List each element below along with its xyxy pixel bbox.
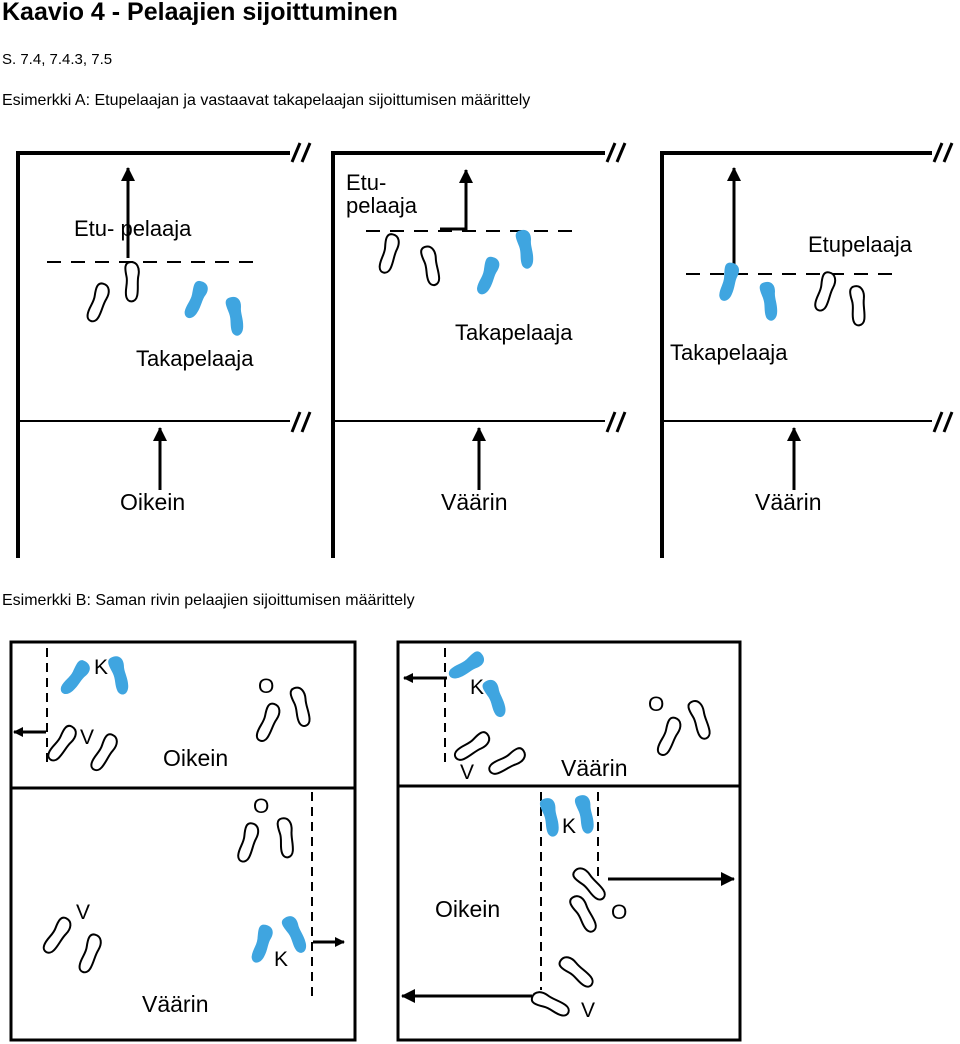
verdict-label: Väärin	[142, 991, 208, 1017]
o-player-left-foot	[655, 714, 684, 759]
example-b-panel-4: K O Oikein V	[401, 792, 735, 1022]
front-player-label: Etu- pelaaja	[74, 216, 192, 241]
k-player-right-foot	[480, 677, 511, 719]
example-b-frame-left	[9, 640, 357, 1042]
verdict-label: Väärin	[755, 489, 821, 515]
back-player-left-foot	[718, 261, 741, 303]
back-player-right-foot	[514, 228, 538, 270]
front-player-right-foot	[122, 260, 143, 303]
o-label: O	[611, 901, 627, 924]
example-a-panel-1: Etu- pelaaja Takapelaaja Oikein	[16, 142, 312, 558]
example-b-frame-right	[396, 640, 742, 1042]
k-label: K	[274, 948, 288, 971]
k-label: K	[470, 676, 484, 699]
example-a-heading: Esimerkki A: Etupelaajan ja vastaavat ta…	[2, 92, 531, 109]
k-player-left-foot	[250, 923, 275, 965]
o-player-right-foot	[273, 815, 299, 860]
o-label: O	[253, 795, 269, 818]
back-player-label: Takapelaaja	[670, 340, 788, 365]
example-b-panel-3: O V K Väärin	[40, 792, 345, 1017]
front-player-right-foot	[417, 243, 446, 288]
v-player-left-foot	[528, 988, 573, 1019]
rule-reference: S. 7.4, 7.4.3, 7.5	[2, 51, 113, 68]
k-player-right-foot	[106, 654, 133, 696]
v-label: V	[581, 999, 595, 1022]
verdict-label: Oikein	[435, 896, 500, 922]
k-player-left-foot	[58, 658, 93, 699]
o-player-right-foot	[286, 684, 316, 729]
o-player-left-foot	[254, 700, 283, 745]
o-player-left-foot	[235, 820, 261, 865]
k-label: K	[94, 656, 108, 679]
k-player-right-foot	[573, 793, 598, 835]
v-player-left-foot	[451, 727, 494, 767]
front-player-left-foot	[812, 269, 838, 314]
front-player-left-foot	[85, 280, 112, 325]
back-player-label: Takapelaaja	[136, 346, 254, 371]
front-player-label-line1: Etu-	[346, 170, 386, 195]
back-player-label: Takapelaaja	[455, 320, 573, 345]
o-player-right-foot	[684, 697, 717, 742]
v-label: V	[460, 761, 474, 784]
example-b-heading: Esimerkki B: Saman rivin pelaajien sijoi…	[2, 592, 415, 609]
front-player-label: Etupelaaja	[808, 232, 913, 257]
back-player-left-foot	[182, 279, 210, 322]
example-a-panel-3: Etupelaaja Takapelaaja Väärin	[660, 142, 954, 558]
o-label: O	[648, 693, 664, 716]
back-player-right-foot	[758, 280, 782, 322]
v-player-right-foot	[486, 743, 529, 781]
front-player-left-foot	[377, 232, 402, 276]
back-player-right-foot	[224, 295, 248, 337]
v-label: V	[76, 901, 90, 924]
example-a-panel-2: Etu- pelaaja Takapelaaja Väärin	[331, 142, 627, 558]
v-player-left-foot	[45, 722, 80, 766]
k-player-left-foot	[538, 796, 563, 838]
k-label: K	[562, 815, 576, 838]
v-label: V	[80, 726, 94, 749]
verdict-label: Väärin	[441, 489, 507, 515]
v-player-right-foot	[77, 931, 104, 976]
v-player-right-foot	[555, 953, 599, 990]
back-player-left-foot	[475, 255, 502, 297]
o-label: O	[258, 675, 274, 698]
verdict-label: Väärin	[561, 755, 627, 781]
v-player-left-foot	[40, 913, 75, 958]
page-title: Kaavio 4 - Pelaajien sijoittuminen	[2, 0, 398, 26]
example-b-panel-1: K V O Oikein	[13, 648, 316, 775]
verdict-label: Oikein	[163, 745, 228, 771]
example-b-panel-2: K V O Väärin	[403, 648, 717, 784]
front-player-right-foot	[846, 283, 870, 328]
front-player-label-line2: pelaaja	[346, 193, 418, 218]
verdict-label: Oikein	[120, 489, 185, 515]
